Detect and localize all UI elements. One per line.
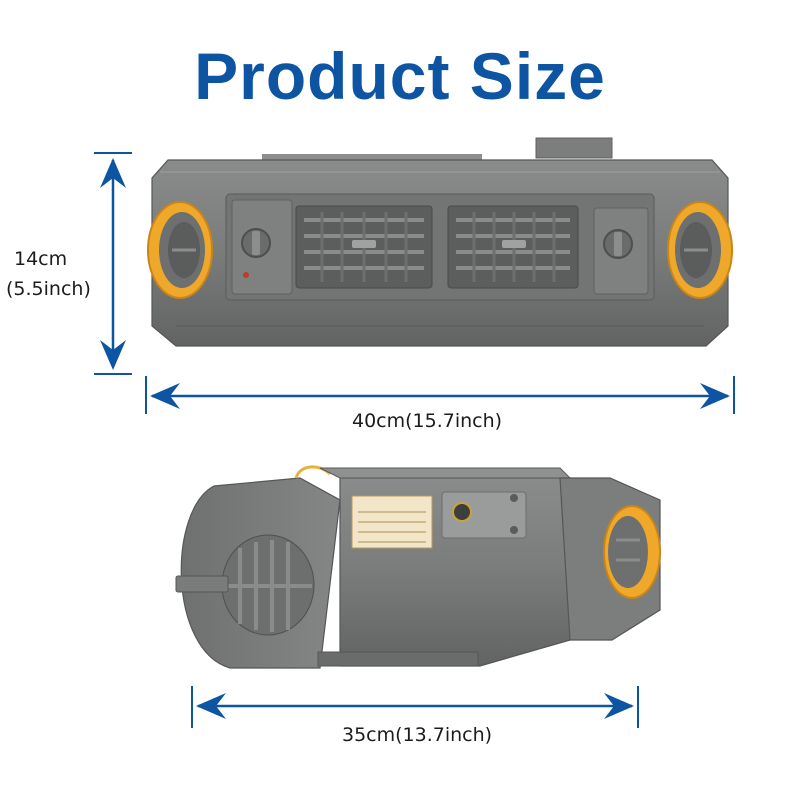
height-label-inch: (5.5inch)	[6, 278, 91, 300]
depth-dimension-arrow	[191, 686, 639, 728]
depth-label: 35cm(13.7inch)	[342, 724, 493, 746]
side-view-unit	[175, 465, 661, 669]
width-dimension-arrow	[145, 376, 735, 414]
power-indicator-light	[243, 272, 249, 278]
front-view-unit	[147, 137, 733, 347]
width-label: 40cm(15.7inch)	[352, 410, 503, 432]
page-title: Product Size	[194, 39, 606, 113]
height-dimension-arrow	[94, 152, 132, 375]
height-label-cm: 14cm	[14, 248, 68, 270]
